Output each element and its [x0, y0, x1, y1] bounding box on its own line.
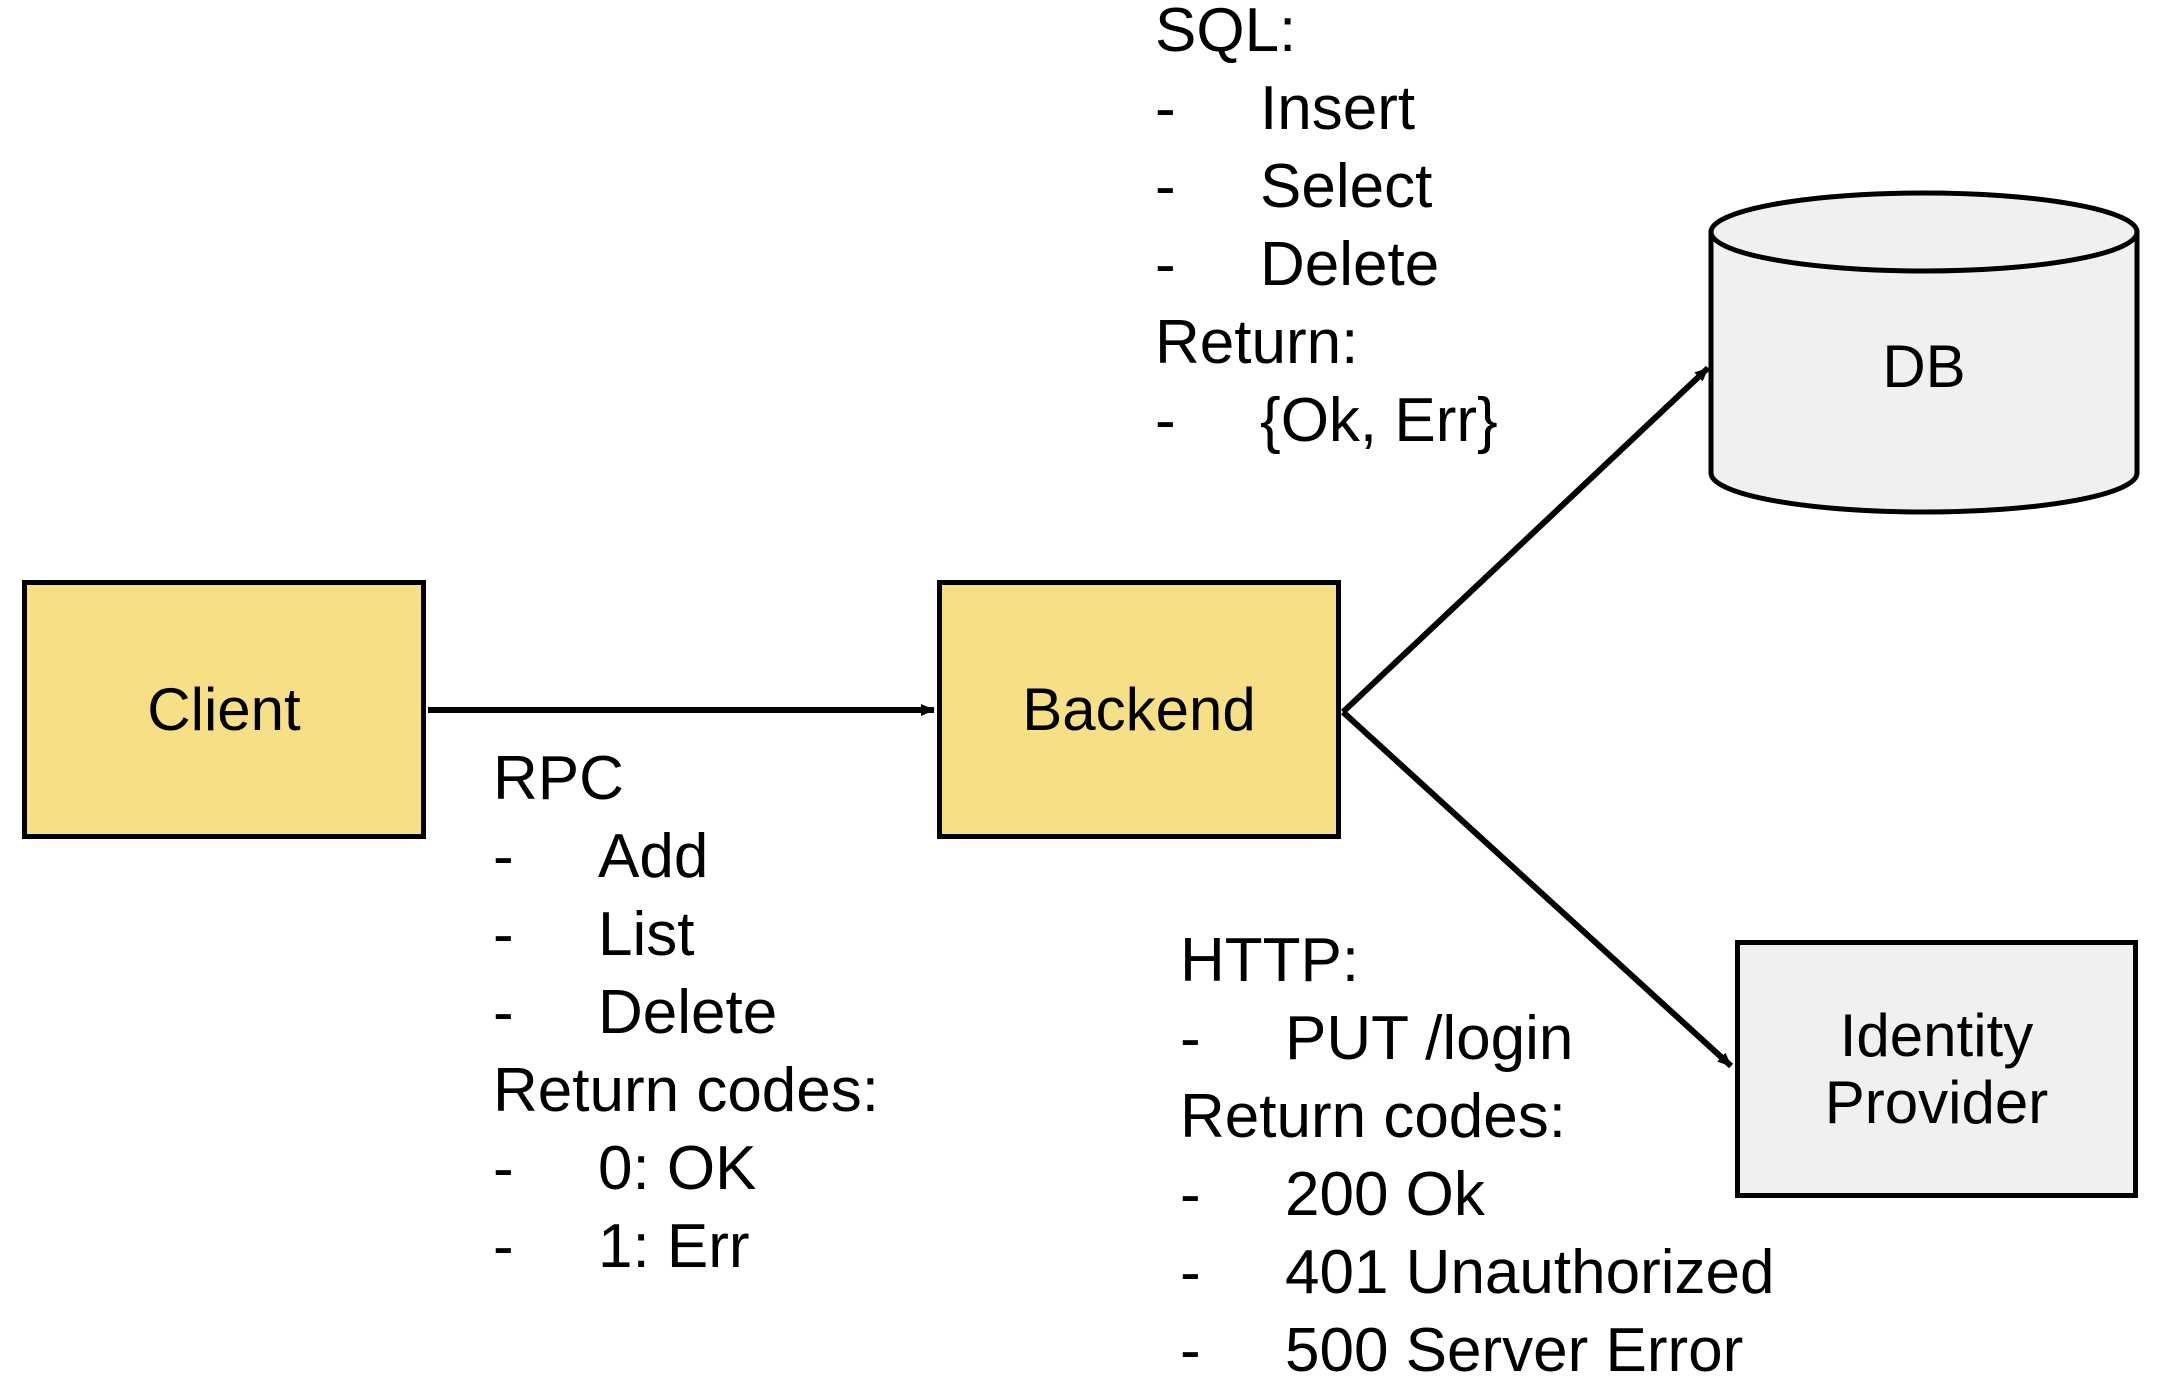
http-item: - PUT /login: [1180, 1000, 1774, 1078]
bullet-dash-icon: -: [493, 1212, 514, 1281]
bullet-dash-icon: -: [493, 900, 514, 969]
node-client[interactable]: Client: [22, 580, 426, 839]
bullet-dash-icon: -: [1180, 1316, 1201, 1385]
bullet-dash-icon: -: [493, 1134, 514, 1203]
bullet-dash-icon: -: [1155, 230, 1176, 299]
http-return-item: - 500 Server Error: [1180, 1312, 1774, 1390]
http-return-item-label: 401 Unauthorized: [1285, 1238, 1775, 1307]
database-cylinder-icon: [1708, 190, 2140, 515]
bullet-dash-icon: -: [493, 822, 514, 891]
node-identity-provider-label-line1: Identity: [1839, 1001, 2034, 1069]
sql-return-item: - {Ok, Err}: [1155, 382, 1498, 460]
sql-item-label: Delete: [1260, 230, 1440, 299]
bullet-dash-icon: -: [1155, 152, 1176, 221]
bullet-dash-icon: -: [493, 978, 514, 1047]
rpc-item: - List: [493, 896, 879, 974]
sql-item: - Insert: [1155, 70, 1498, 148]
node-identity-provider-label: Identity Provider: [1825, 1002, 2048, 1136]
node-db-label: DB: [1882, 332, 1966, 400]
sql-item-label: Select: [1260, 152, 1433, 221]
annotation-http: HTTP: -PUT /login Return codes: -200 Ok …: [1180, 922, 1774, 1390]
http-return-item-label: 200 Ok: [1285, 1160, 1485, 1229]
bullet-dash-icon: -: [1180, 1160, 1201, 1229]
rpc-item-label: Delete: [598, 978, 778, 1047]
rpc-return-item-label: 0: OK: [598, 1134, 757, 1203]
bullet-dash-icon: -: [1155, 74, 1176, 143]
bullet-dash-icon: -: [1180, 1004, 1201, 1073]
node-db[interactable]: DB: [1708, 190, 2140, 515]
http-item-label: PUT /login: [1285, 1004, 1574, 1073]
annotation-rpc: RPC - Add - List - Delete Return codes: - 0:…: [493, 740, 879, 1286]
rpc-item-label: Add: [598, 822, 709, 891]
bullet-dash-icon: -: [1180, 1238, 1201, 1307]
sql-item: - Select: [1155, 148, 1498, 226]
rpc-item: - Delete: [493, 974, 879, 1052]
node-client-label: Client: [147, 675, 301, 743]
rpc-return-heading: Return codes:: [493, 1056, 879, 1125]
http-return-item-label: 500 Server Error: [1285, 1316, 1744, 1385]
rpc-item-label: List: [598, 900, 695, 969]
node-backend[interactable]: Backend: [937, 580, 1341, 839]
node-identity-provider-label-line2: Provider: [1824, 1069, 2049, 1136]
rpc-heading: RPC: [493, 744, 624, 813]
rpc-return-item: - 1: Err: [493, 1208, 879, 1286]
sql-heading: SQL:: [1155, 0, 1297, 65]
http-heading: HTTP:: [1180, 926, 1360, 995]
sql-return-heading: Return:: [1155, 308, 1359, 377]
annotation-sql: SQL: - Insert - Select - Delete Return: - {O…: [1155, 0, 1498, 460]
node-backend-label: Backend: [1022, 675, 1256, 743]
sql-item-label: Insert: [1260, 74, 1416, 143]
bullet-dash-icon: -: [1155, 386, 1176, 455]
rpc-item: - Add: [493, 818, 879, 896]
http-return-heading: Return codes:: [1180, 1082, 1566, 1151]
node-identity-provider[interactable]: Identity Provider: [1735, 940, 2138, 1198]
rpc-return-item-label: 1: Err: [598, 1212, 750, 1281]
rpc-return-item: - 0: OK: [493, 1130, 879, 1208]
http-return-item: - 401 Unauthorized: [1180, 1234, 1774, 1312]
sql-return-item-label: {Ok, Err}: [1260, 386, 1498, 455]
http-return-item: - 200 Ok: [1180, 1156, 1774, 1234]
sql-item: - Delete: [1155, 226, 1498, 304]
